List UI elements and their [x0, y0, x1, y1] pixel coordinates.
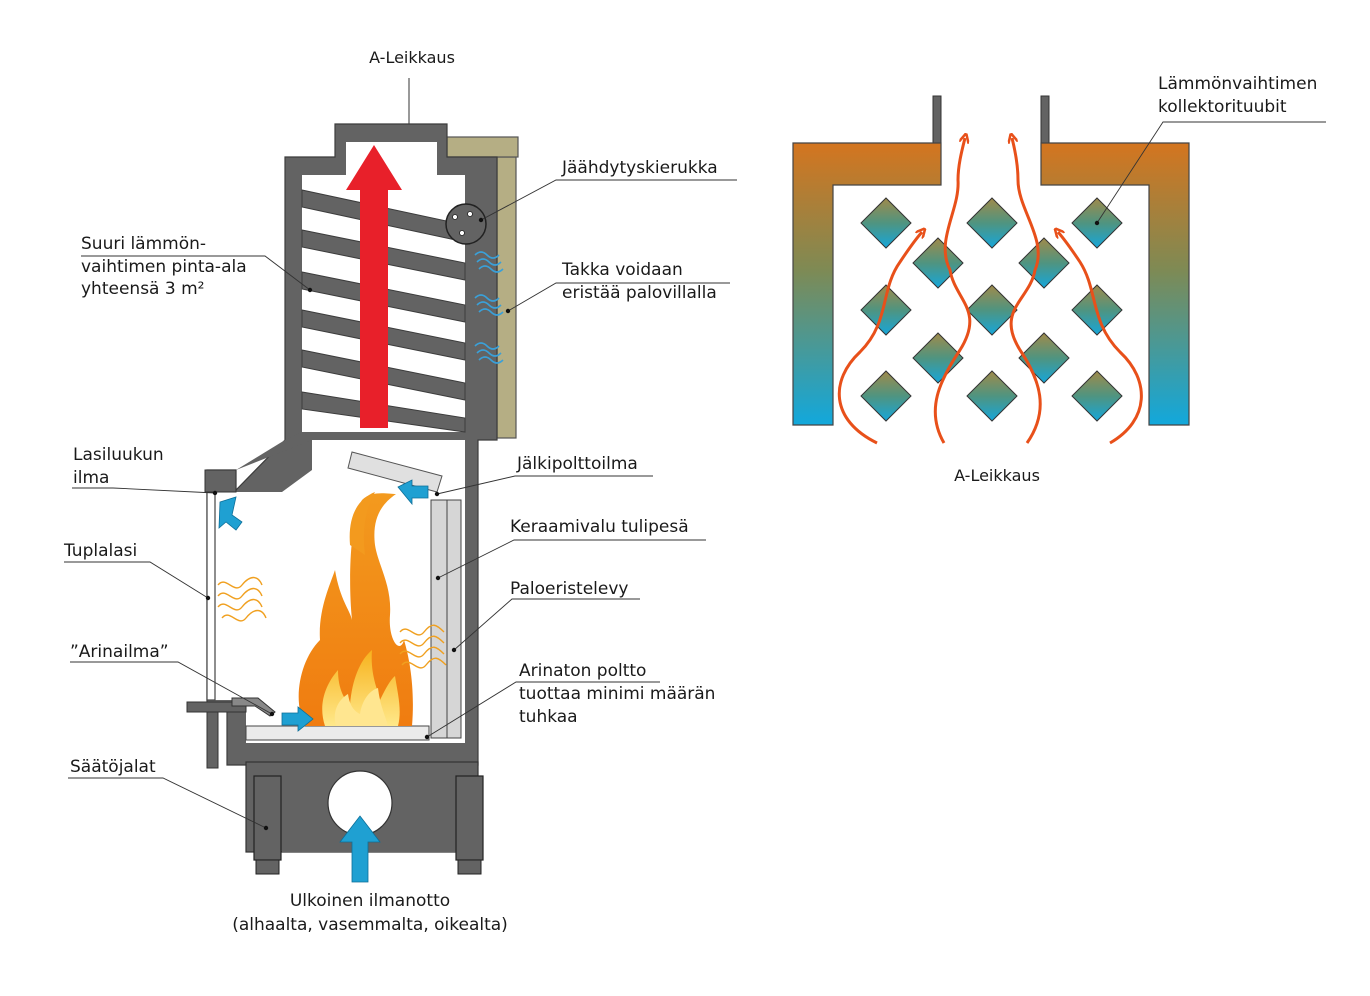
tube [912, 332, 964, 384]
door-top-block [204, 469, 237, 493]
foot-right [455, 775, 484, 861]
throat-wedge [236, 432, 312, 470]
label-external-air-1: Ulkoinen ilmanotto [290, 891, 450, 911]
left-section-title: A-Leikkaus [369, 48, 455, 67]
convection-waves [474, 251, 504, 364]
label-insulation-2: eristää palovillalla [562, 283, 717, 303]
coil-hole [452, 214, 458, 220]
label-fire-insulation-board: Paloeristelevy [510, 579, 629, 599]
label-heat-exchanger-2: vaihtimen pinta-ala [81, 257, 247, 277]
label-grateless-1: Arinaton poltto [519, 661, 646, 681]
label-grateless-3: tuhkaa [519, 707, 578, 727]
grate-air-arrow [281, 706, 314, 732]
label-external-air-2: (alhaalta, vasemmalta, oikealta) [232, 915, 508, 935]
tube [966, 197, 1018, 249]
glass-door-air-arrow [218, 496, 243, 531]
tube [860, 370, 912, 422]
tube [912, 237, 964, 289]
coil-hole [467, 211, 473, 217]
label-insulation-1: Takka voidaan [561, 260, 683, 280]
fire-insulation-panel [446, 499, 462, 739]
ash-tray [245, 725, 430, 741]
collector-pipe-left [932, 95, 942, 145]
flame-tongue [349, 492, 375, 555]
foot-right-pad [457, 859, 482, 875]
label-afterburn-air: Jälkipolttoilma [516, 454, 638, 474]
right-label-1: Lämmönvaihtimen [1158, 74, 1317, 94]
tube [860, 197, 912, 249]
tube [1018, 237, 1070, 289]
right-label-2: kollektorituubit [1158, 97, 1287, 117]
tube [966, 370, 1018, 422]
label-grate-air: ”Arinailma” [70, 642, 169, 662]
right-section-title: A-Leikkaus [954, 466, 1040, 485]
ceramic-panel [430, 499, 448, 739]
left-diagram: A-Leikkaus [63, 48, 737, 935]
heat-flow-arrows [837, 138, 1143, 445]
label-heat-exchanger-3: yhteensä 3 m² [81, 279, 204, 299]
tube [1071, 370, 1123, 422]
external-air-arrow [339, 815, 381, 883]
foot-left-pad [255, 859, 280, 875]
label-ceramic-firebox: Keraamivalu tulipesä [510, 517, 689, 537]
insulation-top [446, 136, 519, 158]
leader-lines [64, 179, 737, 829]
label-grateless-2: tuottaa minimi määrän [519, 684, 715, 704]
right-diagram: Lämmönvaihtimen kollektorituubit A-Leikk… [792, 74, 1326, 485]
collector-frame [792, 142, 1190, 426]
tubes-leader [1096, 121, 1326, 224]
flame-core [334, 688, 388, 726]
coil-hole [459, 230, 465, 236]
cooling-coil [445, 203, 487, 245]
label-double-glass: Tuplalasi [63, 541, 137, 561]
tubes-leader-dot [1094, 220, 1100, 226]
label-glass-door-air-1: Lasiluukun [73, 445, 164, 465]
radiant-heat-waves [217, 576, 447, 669]
tube [966, 284, 1018, 336]
tube [860, 284, 912, 336]
label-cooling-coil: Jäähdytyskierukka [561, 158, 718, 178]
foot-left [253, 775, 282, 861]
grate-air-deflector [231, 697, 276, 717]
leader-dots [205, 217, 511, 831]
afterburn-air-arrow [397, 479, 429, 506]
label-adjustable-feet: Säätöjalat [70, 757, 156, 777]
collector-pipe-right [1040, 95, 1050, 145]
collector-tubes [860, 197, 1123, 422]
label-heat-exchanger-1: Suuri lämmön- [81, 234, 206, 254]
insulation-board [496, 156, 517, 439]
hot-flue-arrow [346, 145, 402, 428]
flame-outer [298, 493, 413, 726]
label-glass-door-air-2: ilma [73, 468, 109, 488]
